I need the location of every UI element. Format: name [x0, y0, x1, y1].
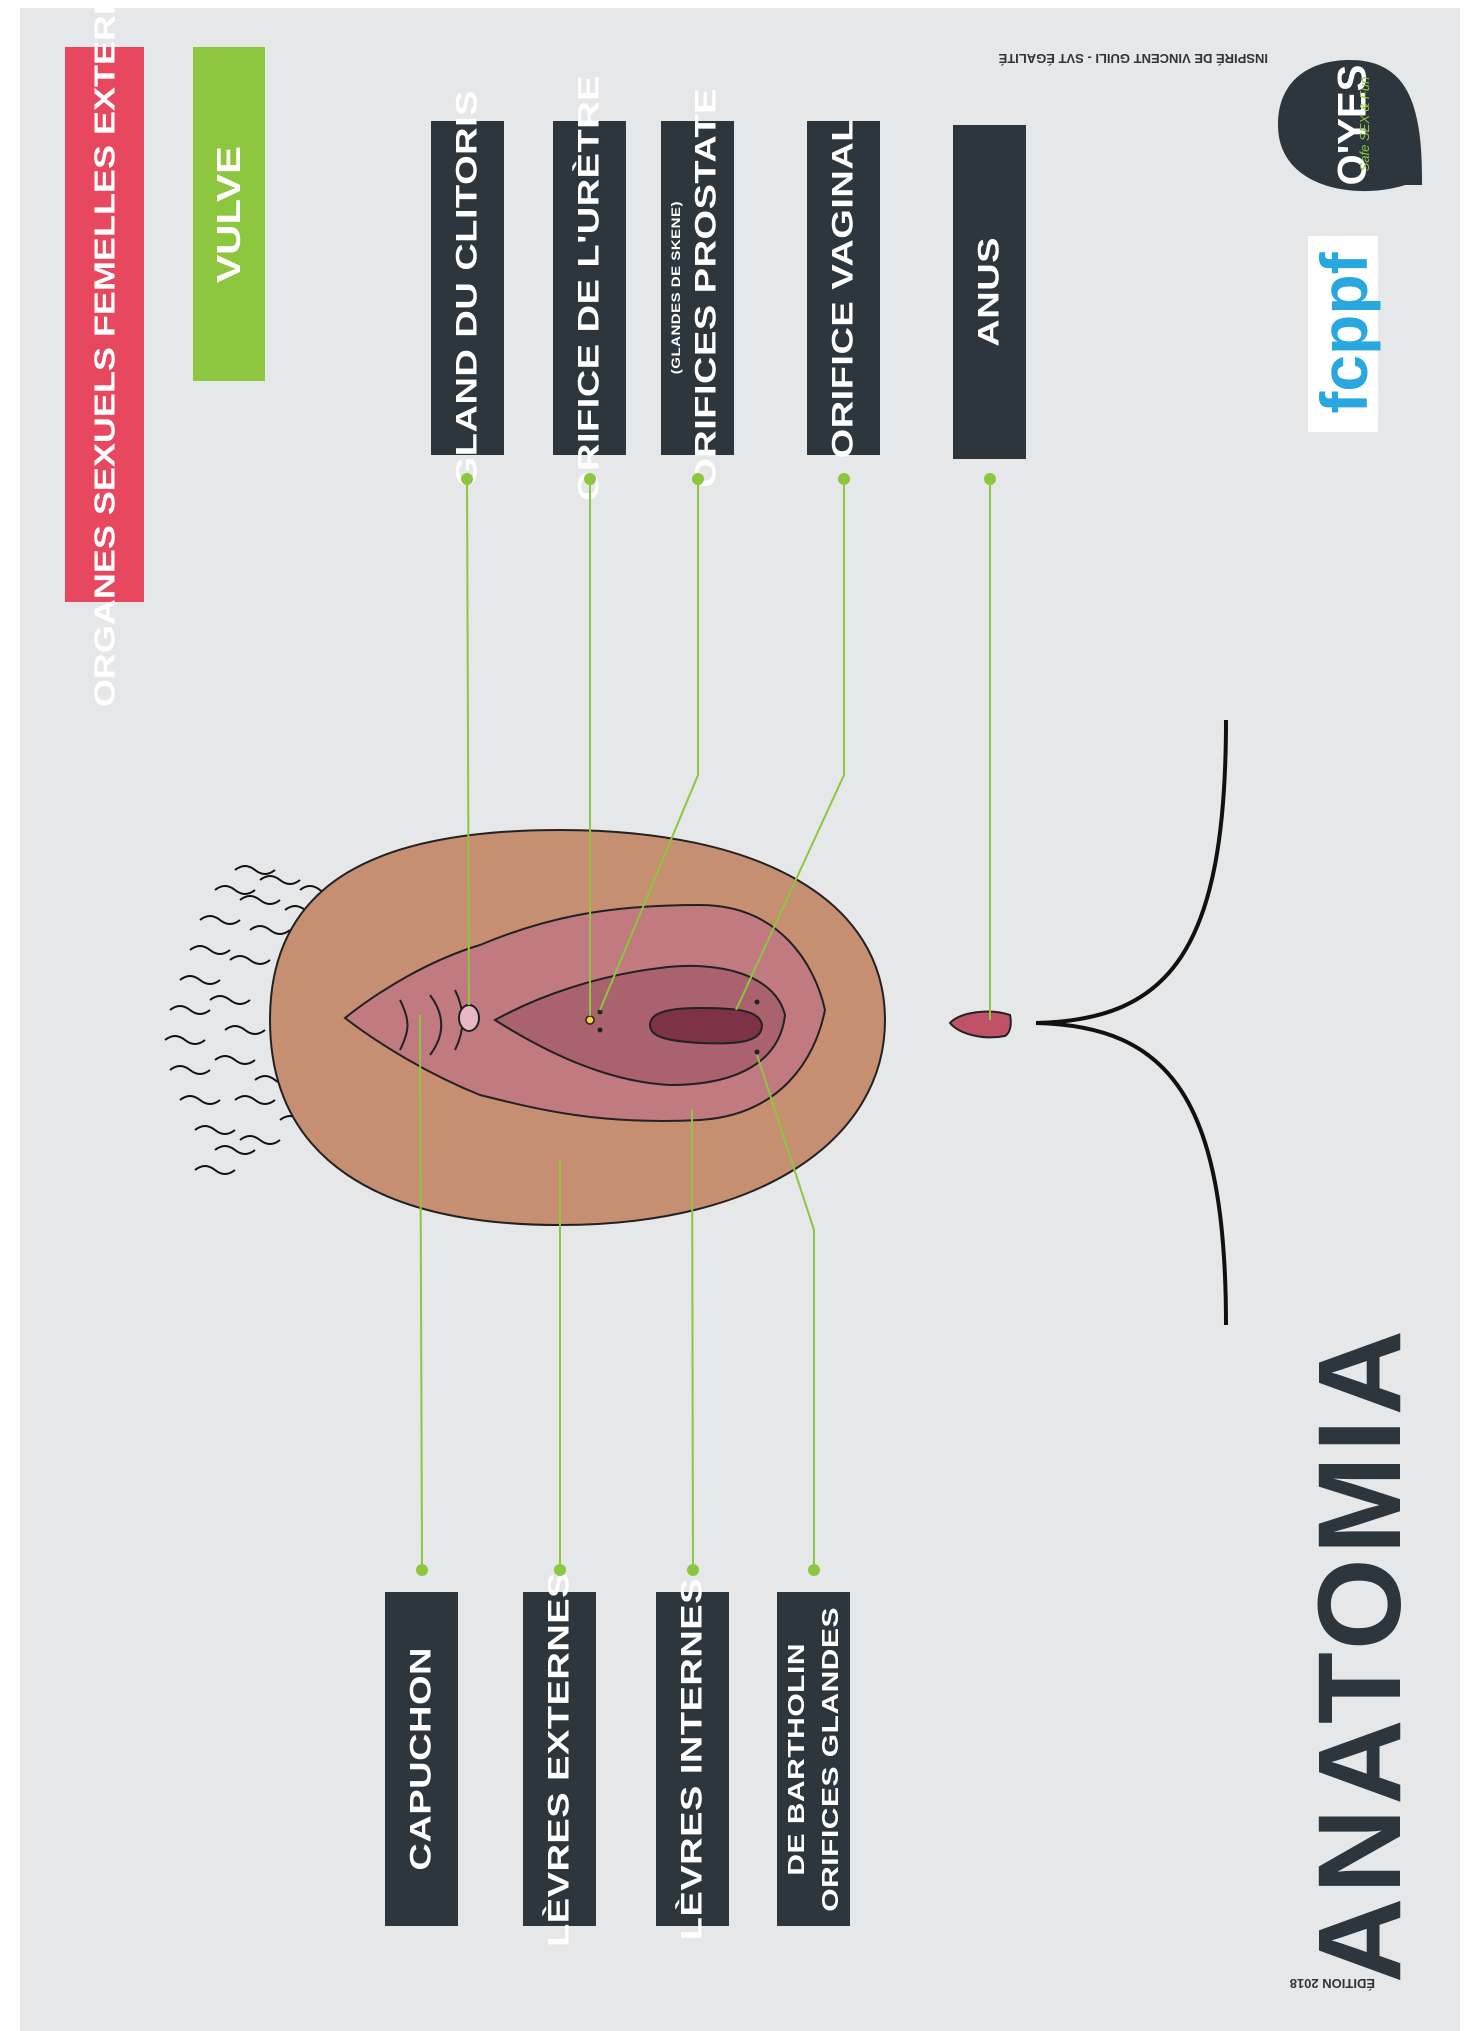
bartholin-dot-1 [755, 1000, 760, 1005]
oyes-logo: O'YES Safe SEX & Fun [1275, 55, 1425, 205]
urethra-dot [586, 1016, 594, 1024]
leader-dot [416, 1564, 428, 1576]
leader-dot [554, 1564, 566, 1576]
skene-dot-2 [598, 1028, 603, 1033]
anatomia-text: ANATOMIA [1292, 1373, 1428, 1983]
leader-dot [838, 473, 850, 485]
edition-text: ÉDITION 2018 [1280, 1975, 1375, 1991]
bartholin-dot-2 [755, 1050, 760, 1055]
leader-dot [687, 1564, 699, 1576]
fcppf-logo: fcppf [1308, 236, 1378, 432]
fcppf-text: fcppf [1309, 235, 1379, 431]
leader-dot [692, 473, 704, 485]
skene-dot-1 [598, 1010, 603, 1015]
anatomia-wordmark: ANATOMIA [1305, 1360, 1420, 1970]
clitoris-glans [459, 1005, 479, 1031]
oyes-tagline: Safe SEX & Fun [1356, 64, 1374, 184]
leader-dot [984, 473, 996, 485]
leader-dot [584, 473, 596, 485]
buttocks-curve [1036, 720, 1226, 1325]
vaginal-opening [650, 1008, 762, 1043]
anus-shape [950, 1012, 1011, 1038]
leader-dot [461, 473, 473, 485]
leader-dot [808, 1564, 820, 1576]
leader-levres-int [692, 1110, 693, 1570]
